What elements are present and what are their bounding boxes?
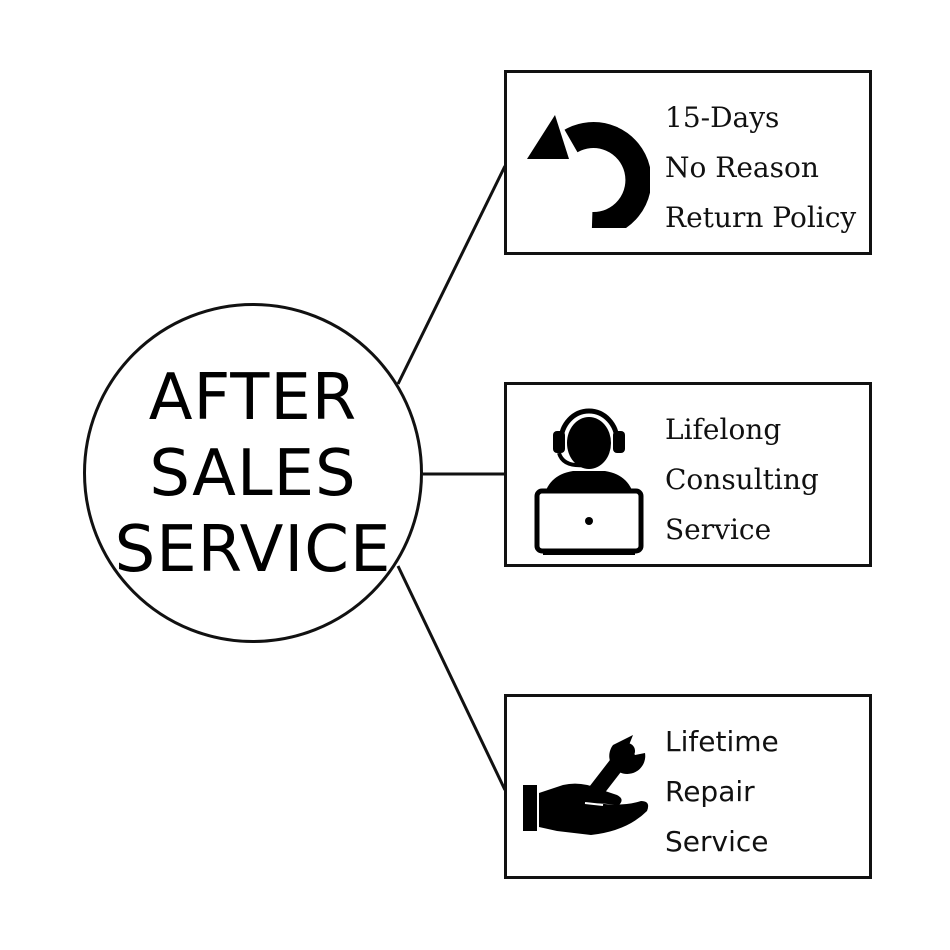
consulting-service-text: Lifelong Consulting Service — [665, 405, 819, 555]
consulting-service-line-1: Lifelong — [665, 413, 782, 446]
repair-service-line-1: Lifetime — [665, 725, 779, 758]
hub-title-line-3: SERVICE — [114, 513, 392, 587]
return-policy-line-3: Return Policy — [665, 201, 857, 234]
wrench-in-hand-icon — [523, 735, 649, 835]
return-arrow-icon — [527, 115, 650, 228]
repair-service-line-2: Repair — [665, 775, 755, 808]
after-sales-service-hub: AFTER SALES SERVICE — [83, 303, 423, 643]
hub-title-line-2: SALES — [149, 437, 357, 511]
repair-service-text: Lifetime Repair Service — [665, 717, 779, 867]
consulting-service-card: Lifelong Consulting Service — [504, 382, 872, 567]
connector-return — [396, 165, 507, 385]
consulting-service-line-2: Consulting — [665, 463, 819, 496]
connector-repair — [396, 565, 507, 791]
return-policy-line-1: 15-Days — [665, 101, 780, 134]
return-policy-card: 15-Days No Reason Return Policy — [504, 70, 872, 255]
repair-service-card: Lifetime Repair Service — [504, 694, 872, 879]
return-policy-line-2: No Reason — [665, 151, 819, 184]
consulting-service-line-3: Service — [665, 513, 772, 546]
repair-service-line-3: Service — [665, 825, 769, 858]
hub-title-line-1: AFTER — [148, 361, 358, 435]
customer-support-headset-icon — [534, 408, 644, 555]
return-policy-text: 15-Days No Reason Return Policy — [665, 93, 856, 243]
